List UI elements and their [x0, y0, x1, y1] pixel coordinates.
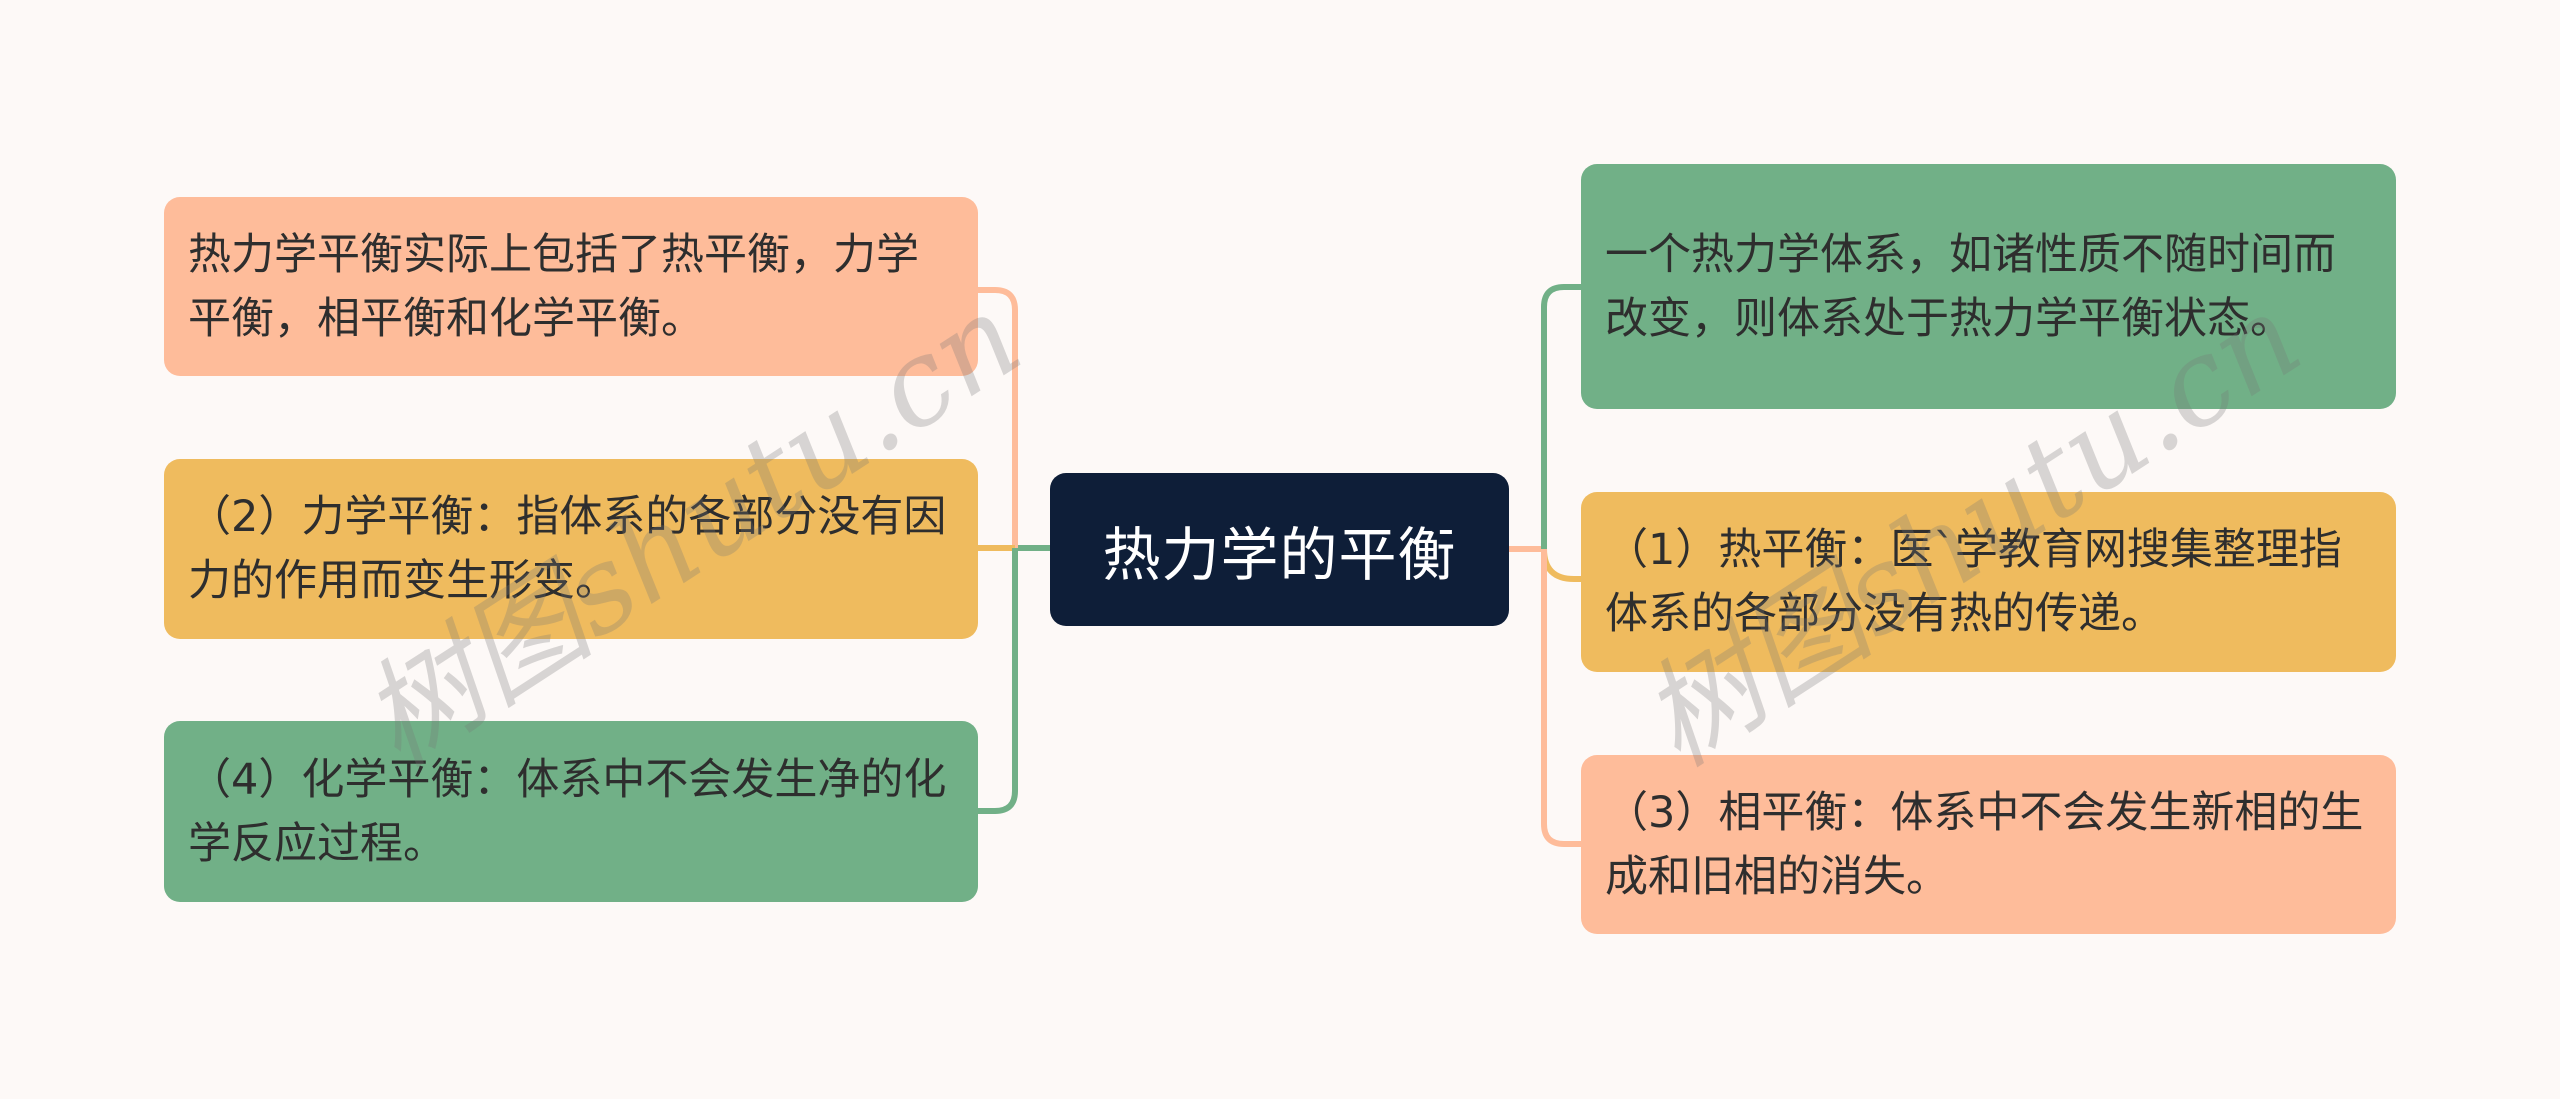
- node-label: 一个热力学体系，如诸性质不随时间而改变，则体系处于热力学平衡状态。: [1605, 229, 2336, 344]
- node-label: 热力学平衡实际上包括了热平衡，力学平衡，相平衡和化学平衡。: [188, 229, 919, 344]
- left-node-2[interactable]: （2）力学平衡：指体系的各部分没有因力的作用而变生形变。: [164, 459, 978, 639]
- connector-right-1: [1541, 284, 1581, 549]
- root-label: 热力学的平衡: [1102, 520, 1457, 589]
- right-node-1[interactable]: 一个热力学体系，如诸性质不随时间而改变，则体系处于热力学平衡状态。: [1581, 164, 2396, 409]
- connector-left-3: [978, 548, 1018, 814]
- node-label: （1）热平衡：医`学教育网搜集整理指体系的各部分没有热的传递。: [1605, 525, 2342, 639]
- connector-left-1: [978, 287, 1018, 548]
- right-node-2[interactable]: （1）热平衡：医`学教育网搜集整理指体系的各部分没有热的传递。: [1581, 492, 2396, 672]
- root-node[interactable]: 热力学的平衡: [1050, 473, 1509, 626]
- right-node-3[interactable]: （3）相平衡：体系中不会发生新相的生成和旧相的消失。: [1581, 755, 2396, 934]
- left-node-1[interactable]: 热力学平衡实际上包括了热平衡，力学平衡，相平衡和化学平衡。: [164, 197, 978, 376]
- left-node-3[interactable]: （4）化学平衡：体系中不会发生净的化学反应过程。: [164, 721, 978, 902]
- node-label: （3）相平衡：体系中不会发生新相的生成和旧相的消失。: [1605, 787, 2364, 902]
- node-label: （2）力学平衡：指体系的各部分没有因力的作用而变生形变。: [188, 492, 947, 606]
- node-label: （4）化学平衡：体系中不会发生净的化学反应过程。: [188, 754, 947, 869]
- connector-right-3: [1541, 549, 1581, 847]
- connector-right-2: [1541, 548, 1581, 582]
